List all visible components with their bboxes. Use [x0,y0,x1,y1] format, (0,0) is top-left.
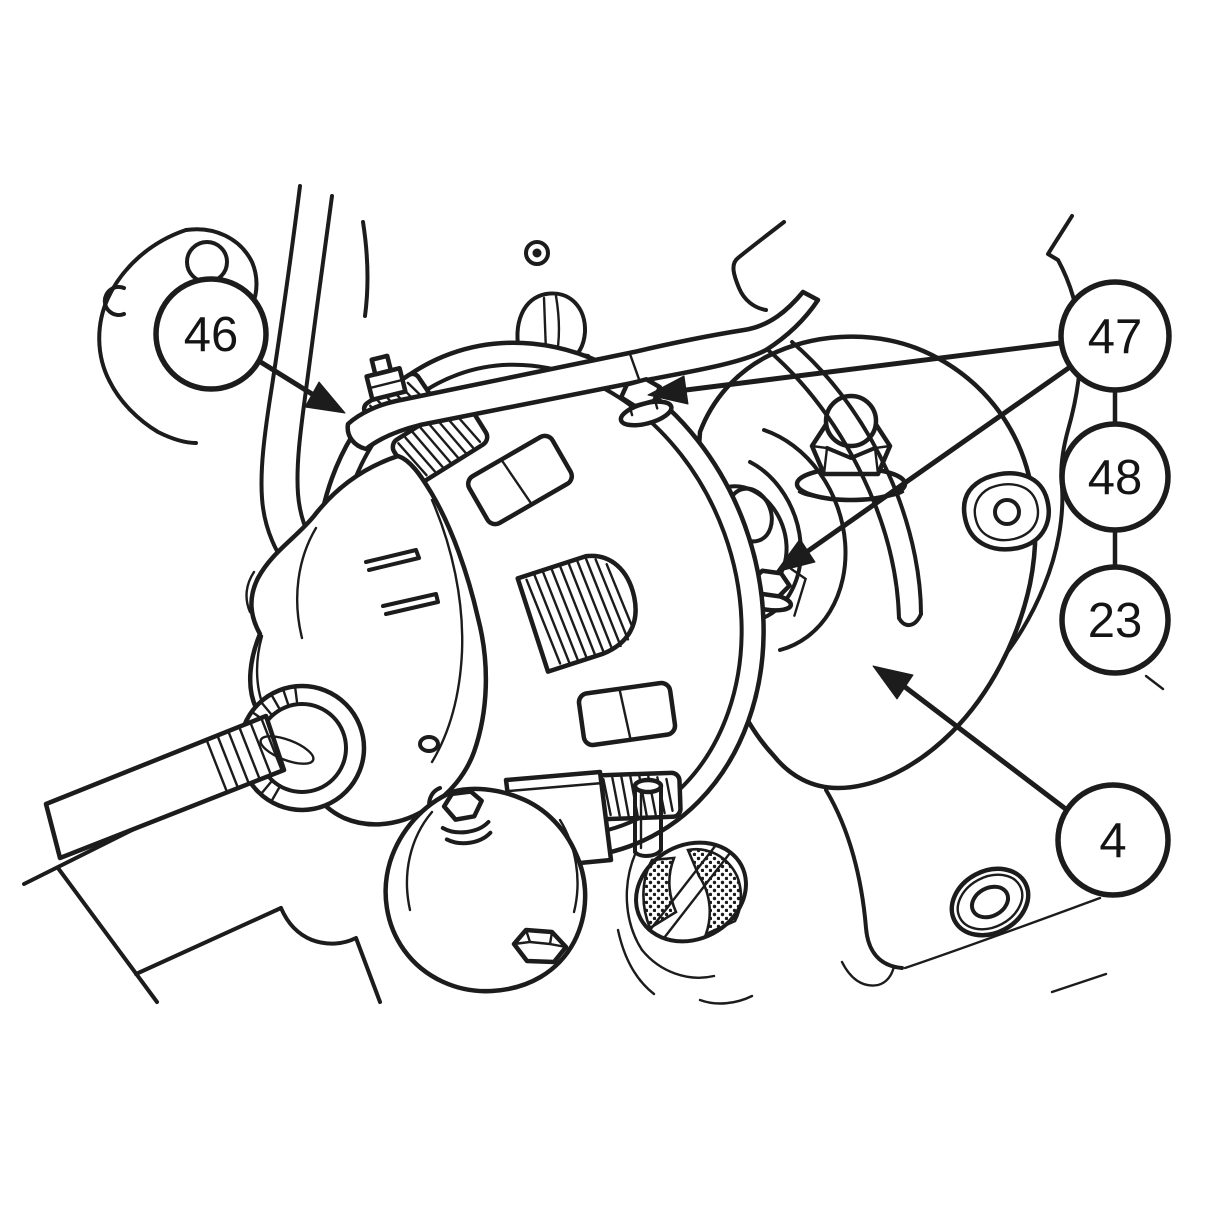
callout-48-label: 48 [1088,451,1143,505]
callout-23: 23 [1059,564,1171,676]
lower-cylinder-bolt [632,777,664,858]
clamp-bolt [440,789,493,846]
callout-48: 48 [1059,421,1171,533]
housing-mounting-ear [961,471,1051,552]
callout-23-label: 23 [1088,594,1143,648]
callout-47: 47 [1058,279,1172,393]
mounting-bracket [345,289,821,452]
vent-grille [625,840,748,979]
callout-46: 46 [153,276,269,392]
alternator-front-housing [237,453,489,827]
bracket-upper-bolt [618,376,674,428]
leader-arrow-46 [256,358,346,414]
callout-46-label: 46 [184,308,239,362]
stator-vent-slot [465,433,575,527]
lower-assembly [383,769,1031,994]
stator-vent-slot [593,770,683,822]
bracket-nut [364,353,408,403]
cone-hex-plug [511,927,569,965]
callout-4: 4 [1055,782,1171,898]
callout-4-label: 4 [1099,814,1126,868]
stator-vent-slot [576,680,678,748]
bottom-lug [824,788,1031,970]
callout-47-label: 47 [1088,310,1143,364]
stator-winding-window [515,553,638,674]
leader-arrow-47-upper [647,340,1063,405]
rotor-shaft [43,713,315,861]
vacuum-pump-cone [383,786,588,994]
leader-arrow-47-lower [775,364,1073,573]
leader-arrow-4 [872,665,1070,813]
